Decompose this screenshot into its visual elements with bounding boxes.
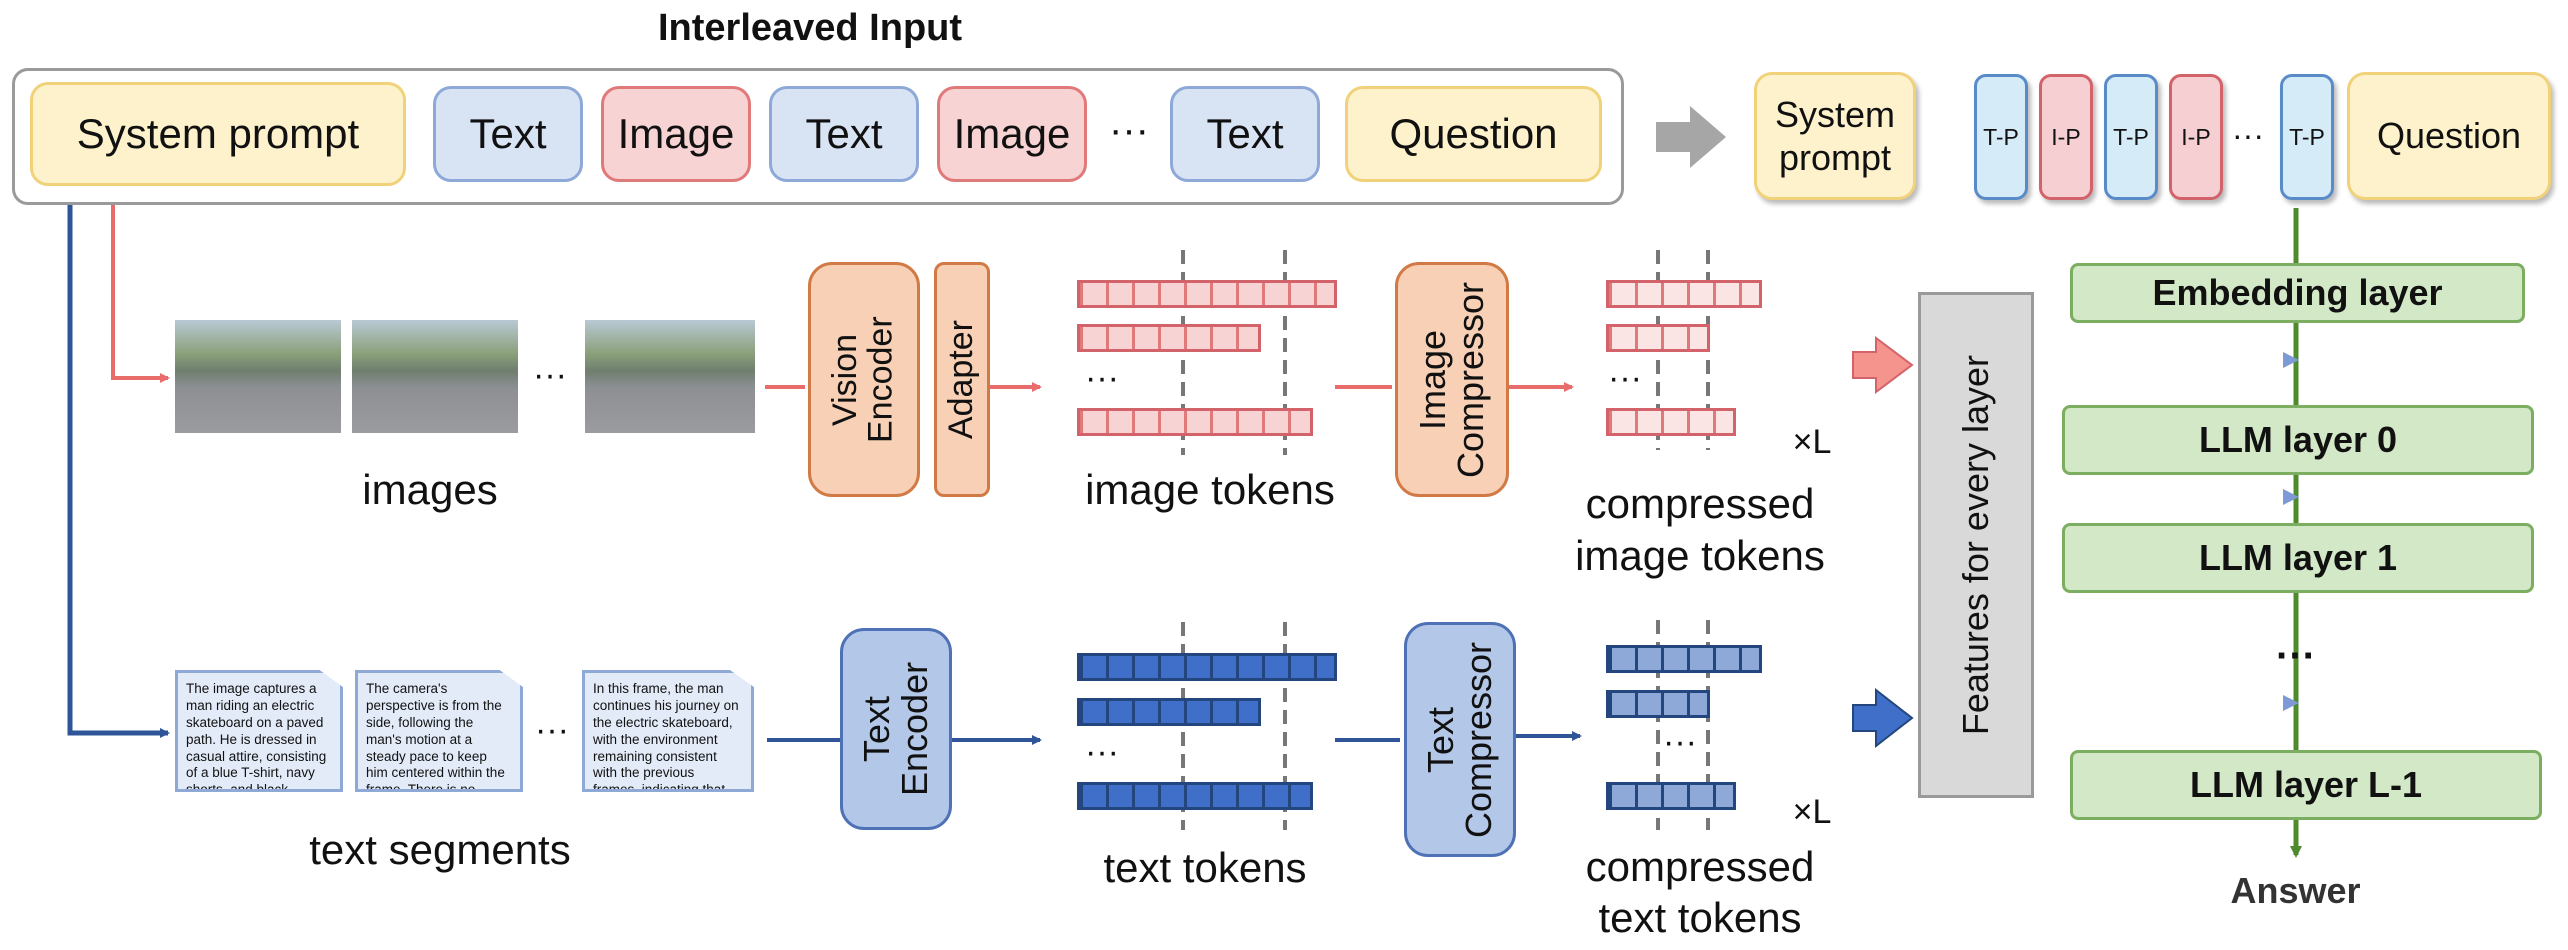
input-ellipsis: ··· bbox=[1109, 107, 1149, 152]
compressed-image-ellipsis: ··· bbox=[1608, 358, 1642, 397]
compressed-text-token-bar-3 bbox=[1606, 782, 1736, 810]
text-tokens-ellipsis: ··· bbox=[1085, 732, 1119, 771]
llm-layer-last: LLM layer L-1 bbox=[2070, 750, 2542, 820]
compressed-question: Question bbox=[2347, 72, 2551, 200]
video-frame-1 bbox=[175, 320, 341, 433]
image-compressor-label: Image Compressor bbox=[1412, 281, 1491, 478]
text-tokens-label: text tokens bbox=[1103, 844, 1307, 891]
image-compressor-box: Image Compressor bbox=[1395, 262, 1509, 497]
adapter-label: Adapter bbox=[942, 319, 981, 440]
compressed-image-token-bar-2 bbox=[1606, 324, 1710, 352]
image-pool-token-1: I-P bbox=[2039, 74, 2093, 200]
llm-layer-0: LLM layer 0 bbox=[2062, 405, 2534, 475]
text-token-bar-1 bbox=[1077, 653, 1337, 681]
llm-layers-ellipsis: ··· bbox=[2276, 633, 2316, 678]
text-token-bar-3 bbox=[1077, 782, 1313, 810]
text-token-bar-2 bbox=[1077, 698, 1261, 726]
text-pool-token-2: T-P bbox=[2104, 74, 2158, 200]
text-segment-2: The camera's perspective is from the sid… bbox=[355, 670, 523, 792]
text-repeat-l: ×L bbox=[1792, 792, 1832, 831]
image-token-bar-3 bbox=[1077, 408, 1313, 436]
compressed-text-token-bar-1 bbox=[1606, 645, 1762, 673]
image-chip-1: Image bbox=[601, 86, 751, 182]
image-chip-2: Image bbox=[937, 86, 1087, 182]
images-ellipsis: ··· bbox=[533, 355, 567, 394]
answer-label: Answer bbox=[2230, 870, 2361, 911]
interleaved-input-title: Interleaved Input bbox=[657, 6, 963, 49]
compressed-image-tokens-label: compressed image tokens bbox=[1575, 479, 1825, 580]
text-segment-1: The image captures a man riding an elect… bbox=[175, 670, 343, 792]
compressed-text-token-bar-2 bbox=[1606, 690, 1710, 718]
gray-transform-arrow bbox=[1656, 106, 1726, 168]
red-route-to-images bbox=[111, 205, 170, 383]
image-token-bar-2 bbox=[1077, 324, 1261, 352]
features-box: Features for every layer bbox=[1918, 292, 2034, 798]
text-chip-2: Text bbox=[769, 86, 919, 182]
red-block-arrow bbox=[1852, 336, 1914, 394]
images-label: images bbox=[362, 466, 498, 513]
embedding-layer: Embedding layer bbox=[2070, 263, 2525, 323]
image-pool-token-2: I-P bbox=[2169, 74, 2223, 200]
segments-ellipsis: ··· bbox=[535, 710, 569, 749]
blue-block-arrow bbox=[1852, 687, 1914, 749]
text-pool-token-3: T-P bbox=[2280, 74, 2334, 200]
text-chip-3: Text bbox=[1170, 86, 1320, 182]
features-label: Features for every layer bbox=[1955, 354, 1997, 736]
feature-injection-lines bbox=[2035, 357, 2285, 706]
vision-encoder-label: Vision Encoder bbox=[826, 316, 900, 443]
text-pool-token-1: T-P bbox=[1974, 74, 2028, 200]
text-encoder-label: Text Encoder bbox=[856, 661, 935, 797]
text-encoder-box: Text Encoder bbox=[840, 628, 952, 830]
text-segment-3: In this frame, the man continues his jou… bbox=[582, 670, 754, 792]
question-chip: Question bbox=[1345, 86, 1602, 182]
text-compressor-box: Text Compressor bbox=[1404, 622, 1516, 857]
blue-route-to-text bbox=[67, 205, 170, 738]
text-compressor-label: Text Compressor bbox=[1420, 641, 1499, 838]
adapter-box: Adapter bbox=[934, 262, 990, 497]
image-repeat-l: ×L bbox=[1792, 422, 1832, 461]
compressed-system-prompt: System prompt bbox=[1754, 72, 1916, 200]
image-tokens-ellipsis: ··· bbox=[1085, 358, 1119, 397]
compressed-image-token-bar-3 bbox=[1606, 408, 1736, 436]
vision-encoder-box: Vision Encoder bbox=[808, 262, 920, 497]
compressed-text-ellipsis: ··· bbox=[1663, 722, 1697, 761]
compressed-image-token-bar-1 bbox=[1606, 280, 1762, 308]
text-chip-1: Text bbox=[433, 86, 583, 182]
video-frame-2 bbox=[352, 320, 518, 433]
compressed-ellipsis: ··· bbox=[2232, 116, 2264, 153]
llm-layer-1: LLM layer 1 bbox=[2062, 523, 2534, 593]
compressed-text-tokens-label: compressed text tokens bbox=[1585, 843, 1815, 941]
image-token-bar-1 bbox=[1077, 280, 1337, 308]
system-prompt-chip: System prompt bbox=[30, 82, 406, 186]
text-segments-label: text segments bbox=[309, 826, 571, 873]
image-tokens-label: image tokens bbox=[1085, 466, 1335, 513]
video-frame-3 bbox=[585, 320, 755, 433]
